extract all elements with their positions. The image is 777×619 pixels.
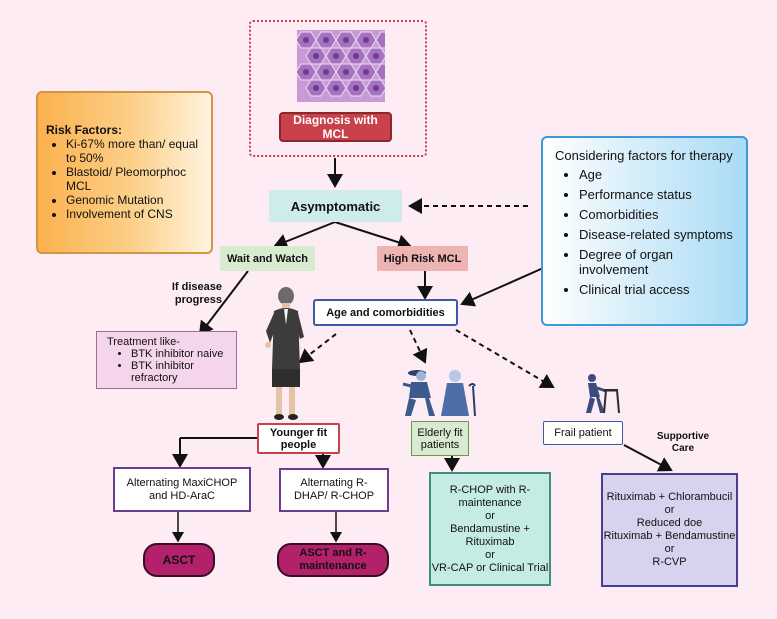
frail-regimen-line: or: [664, 504, 675, 516]
treatment-like-title: Treatment like-: [107, 336, 180, 348]
rdhap-box: Alternating R-DHAP/ R-CHOP: [279, 468, 389, 512]
disease-progress-label: If disease progress: [171, 281, 222, 306]
younger-fit-label: Younger fit people: [269, 426, 328, 451]
therapy-factor-item: Disease-related symptoms: [579, 227, 740, 242]
diagnosis-frame: [249, 20, 427, 157]
asymptomatic-label: Asymptomatic: [290, 198, 381, 214]
risk-factor-item: Ki-67% more than/ equal to 50%: [66, 137, 205, 165]
arrow-asymptomatic-wait: [273, 221, 336, 249]
maxichop-box: Alternating MaxiCHOP and HD-AraC: [113, 467, 251, 512]
risk-factors-box: Risk Factors: Ki-67% more than/ equal to…: [36, 91, 213, 254]
treatment-like-box: Treatment like- BTK inhibitor naive BTK …: [96, 331, 237, 389]
high-risk-box: High Risk MCL: [377, 246, 468, 271]
maxichop-label: Alternating MaxiCHOP and HD-AraC: [126, 476, 238, 502]
treatment-like-list: BTK inhibitor naive BTK inhibitor refrac…: [107, 348, 232, 384]
arrow-asymptomatic-highrisk: [334, 221, 412, 250]
therapy-factors-list: Age Performance status Comorbidities Dis…: [555, 167, 740, 297]
age-comorbidities-label: Age and comorbidities: [326, 306, 445, 319]
arrow-frail-supportive: [623, 444, 673, 472]
disease-progress-note: If disease progress: [160, 281, 222, 307]
arrow-wait-treatment: [198, 270, 249, 336]
elderly-regimen-line: R-CHOP with R-maintenance: [449, 483, 531, 509]
frail-patient-icon: [580, 373, 622, 414]
frail-box: Frail patient: [543, 421, 623, 445]
therapy-factors-title: Considering factors for therapy: [555, 148, 733, 163]
elderly-regimen-line: or: [485, 548, 495, 561]
risk-factor-item: Involvement of CNS: [66, 207, 205, 221]
frail-regimen-box: Rituximab + Chlorambucil or Reduced doe …: [601, 473, 738, 587]
elderly-regimen-box: R-CHOP with R-maintenance or Bendamustin…: [429, 472, 551, 586]
arrow-age-frail: [455, 329, 555, 389]
arrow-age-younger: [298, 333, 337, 364]
frail-regimen-line: R-CVP: [652, 556, 687, 568]
frail-label: Frail patient: [554, 427, 612, 439]
arrow-therapy-age: [460, 264, 551, 307]
young-woman-icon: [256, 287, 316, 422]
asct-r-label: ASCT and R-maintenance: [299, 547, 367, 572]
rdhap-label: Alternating R-DHAP/ R-CHOP: [293, 477, 375, 502]
treatment-like-item: BTK inhibitor refractory: [131, 360, 232, 384]
risk-factors-title: Risk Factors:: [46, 123, 123, 137]
elderly-regimen-line: or: [485, 509, 495, 522]
elderly-regimen-line: Bendamustine + Rituximab: [450, 522, 530, 548]
asct-box: ASCT: [143, 543, 215, 577]
elderly-fit-label: Elderly fit patients: [417, 426, 463, 451]
asymptomatic-box: Asymptomatic: [269, 190, 402, 222]
elderly-regimen-line: VR-CAP or Clinical Trial: [431, 561, 549, 574]
wait-watch-label: Wait and Watch: [226, 252, 309, 265]
treatment-like-item: BTK inhibitor naive: [131, 348, 232, 360]
therapy-factor-item: Performance status: [579, 187, 740, 202]
wait-watch-box: Wait and Watch: [220, 246, 315, 271]
supportive-care-note: Supportive Care: [653, 431, 713, 455]
diagnosis-box: Diagnosis with MCL: [279, 112, 392, 142]
frail-regimen-line: Reduced doe: [636, 517, 703, 529]
frail-regimen-line: Rituximab + Bendamustine: [603, 530, 736, 542]
frail-regimen-line: or: [664, 543, 675, 555]
diagnosis-label: Diagnosis with MCL: [293, 113, 378, 141]
frail-regimen-line: Rituximab + Chlorambucil: [606, 491, 733, 503]
therapy-factor-item: Clinical trial access: [579, 282, 740, 297]
asct-r-box: ASCT and R-maintenance: [277, 543, 389, 577]
supportive-care-label: Supportive Care: [656, 431, 710, 454]
asct-label: ASCT: [162, 553, 196, 567]
elderly-fit-box: Elderly fit patients: [411, 421, 469, 456]
risk-factor-item: Genomic Mutation: [66, 193, 205, 207]
therapy-factors-box: Considering factors for therapy Age Perf…: [541, 136, 748, 326]
therapy-factor-item: Comorbidities: [579, 207, 740, 222]
arrow-age-elderly: [409, 329, 428, 364]
risk-factor-item: Blastoid/ Pleomorphoc MCL: [66, 165, 205, 193]
high-risk-label: High Risk MCL: [383, 252, 462, 265]
therapy-factor-item: Degree of organ involvement: [579, 247, 740, 277]
elderly-couple-icon: [399, 364, 481, 418]
age-comorbidities-box: Age and comorbidities: [313, 299, 458, 326]
risk-factors-list: Ki-67% more than/ equal to 50% Blastoid/…: [46, 137, 205, 221]
mcl-cell-image: [297, 30, 385, 102]
younger-fit-box: Younger fit people: [257, 423, 340, 454]
therapy-factor-item: Age: [579, 167, 740, 182]
